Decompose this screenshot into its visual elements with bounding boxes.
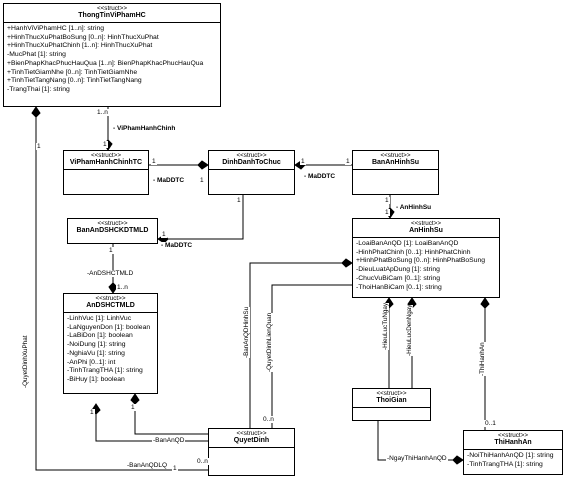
class-name: QuyetDinh bbox=[233, 437, 270, 444]
attribute: +BienPhapKhacPhucHauQua [1..n]: BienPhap… bbox=[7, 59, 204, 67]
class-name: DinhDanhToChuc bbox=[222, 159, 281, 166]
attribute: +HanhViViPhamHC [1..n]: string bbox=[7, 25, 105, 32]
mult-label: 0..n bbox=[262, 416, 275, 423]
edge-dinhdanh-bananqd bbox=[158, 195, 244, 240]
rotated-role-label: -BanAnQDHinhSu bbox=[243, 306, 250, 358]
attribute: +TinhTietGiamNhe [0..n]: TinhTietGiamNhe bbox=[7, 68, 138, 76]
mult-label: 1 bbox=[161, 231, 167, 238]
mult-label: 1 bbox=[108, 247, 114, 254]
mult-label: 1 bbox=[102, 141, 108, 148]
attribute: -BiHuy [1]: boolean bbox=[67, 375, 125, 383]
stereotype: <<struct>> bbox=[376, 390, 407, 397]
mult-label: 1 bbox=[300, 158, 306, 165]
class-bananhinhsu[interactable]: <<struct>>BanAnHinhSu bbox=[352, 150, 439, 195]
class-name: AnDSHCTMLD bbox=[86, 302, 135, 309]
stereotype: <<struct>> bbox=[90, 152, 122, 159]
mult-label: 1 bbox=[384, 209, 390, 216]
role-label: -BanAnQDLQ bbox=[126, 462, 169, 469]
attribute: -NoiThiHanhAnQD [1]: string bbox=[467, 452, 554, 459]
mult-label: 1 bbox=[36, 143, 42, 150]
class-viphamhanhchinhtc[interactable]: <<struct>>ViPhamHanhChinhTC bbox=[63, 150, 149, 195]
attribute: +HinhPhatBoSung [0..n]: HinhPhatBoSung bbox=[356, 257, 486, 265]
role-label: -BanAnQD bbox=[152, 437, 186, 444]
attribute: -TinhTrangTHA [1]: string bbox=[467, 460, 543, 468]
attribute: +TinhTietTangNang [0..n]: TinhTietTangNa… bbox=[7, 77, 142, 85]
attribute: -NoiDung [1]: string bbox=[67, 341, 126, 349]
attribute: -MucPhat [1]: string bbox=[7, 51, 66, 59]
class-quyetdinh[interactable]: <<struct>>QuyetDinh bbox=[208, 428, 295, 476]
attribute: -DieuLuatApDung [1]: string bbox=[356, 266, 440, 274]
stereotype: <<struct>> bbox=[497, 432, 529, 439]
mult-label: 1 bbox=[172, 465, 178, 472]
attribute: -LaNguyenDon [1]: boolean bbox=[67, 323, 151, 331]
rotated-role-label: -QuyetDinhLienQuan bbox=[266, 312, 273, 372]
class-dinhdanhtochuc[interactable]: <<struct>>DinhDanhToChuc bbox=[208, 150, 295, 195]
attribute: -NghiaVu [1]: string bbox=[67, 349, 125, 357]
role-label: -NgayThiHanhAnQD bbox=[386, 455, 448, 462]
class-anhinhsu[interactable]: <<struct>>AnHinhSu -LoaiBanAnQD [1]: Loa… bbox=[352, 218, 500, 298]
class-andshctmld[interactable]: <<struct>>AnDSHCTMLD -LinhVuc [1]: LinhV… bbox=[63, 293, 158, 394]
class-name: BanAnHinhSu bbox=[371, 159, 420, 166]
stereotype: <<struct>> bbox=[96, 5, 128, 12]
rotated-role-label: -HieuLucTuNgay bbox=[382, 302, 389, 350]
edge-andshc-quyetdinh-2 bbox=[134, 394, 208, 435]
mult-label: 0..n bbox=[196, 458, 209, 465]
role-label: - ViPhamHanhChinh bbox=[112, 125, 177, 132]
edge-quyetdinh-lienquan bbox=[271, 284, 352, 428]
mult-label: 1 bbox=[384, 197, 390, 204]
attribute: -LinhVuc [1]: LinhVuc bbox=[67, 315, 132, 322]
class-thihanhan[interactable]: <<struct>>ThiHanhAn -NoiThiHanhAnQD [1]:… bbox=[463, 430, 563, 475]
mult-label: 1 bbox=[199, 177, 205, 184]
attribute: -TrangThai [1]: string bbox=[7, 85, 70, 93]
attribute: -HinhPhatChinh [0..1]: HinhPhatChinh bbox=[356, 248, 471, 256]
class-name: ViPhamHanhChinhTC bbox=[69, 159, 143, 166]
class-name: ThoiGian bbox=[376, 397, 407, 404]
stereotype: <<struct>> bbox=[97, 220, 128, 227]
class-name: ThongTinViPhamHC bbox=[78, 12, 146, 19]
attribute: -LaBiDon [1]: boolean bbox=[67, 332, 133, 340]
edge-thongtin-quyetdinh bbox=[35, 107, 208, 471]
mult-label: 1 bbox=[345, 158, 351, 165]
mult-label: 1..n bbox=[96, 109, 109, 116]
stereotype: <<struct>> bbox=[380, 152, 411, 159]
edge-quyetdinh-anhinhsu bbox=[249, 262, 352, 428]
role-label: - MaDDTC bbox=[160, 242, 194, 249]
class-thoigian[interactable]: <<struct>>ThoiGian bbox=[352, 388, 431, 421]
class-name: BanAnDSHCKDTMLD bbox=[76, 227, 149, 234]
class-name: ThiHanhAn bbox=[494, 439, 532, 446]
mult-label: 1 bbox=[89, 409, 95, 416]
stereotype: <<struct>> bbox=[236, 430, 267, 437]
attribute: -AnPhi [0..1]: int bbox=[67, 358, 116, 366]
stereotype: <<struct>> bbox=[236, 152, 267, 159]
stereotype: <<struct>> bbox=[410, 220, 442, 227]
mult-label: 0..1 bbox=[484, 420, 497, 427]
class-bananshckdtmld[interactable]: <<struct>>BanAnDSHCKDTMLD bbox=[67, 218, 158, 244]
mult-label: 1 bbox=[236, 197, 242, 204]
mult-label: 1 bbox=[130, 404, 136, 411]
attribute: -LoaiBanAnQD [1]: LoaiBanAnQD bbox=[356, 240, 459, 247]
attribute: -TinhTrangTHA [1]: string bbox=[67, 367, 143, 375]
role-label: - MaDDTC bbox=[303, 173, 337, 180]
role-label: - AnHinhSu bbox=[395, 204, 433, 211]
attribute: +HinhThucXuPhatBoSung [0..n]: HinhThucXu… bbox=[7, 33, 159, 41]
role-label: -AnDSHCTMLD bbox=[86, 270, 135, 277]
rotated-role-label: -QuyetDinhXuPhat bbox=[22, 335, 29, 388]
edge-andshc-quyetdinh bbox=[95, 404, 208, 442]
attribute: -ChucVuBiCam [0..1]: string bbox=[356, 274, 440, 282]
mult-label: 1..n bbox=[116, 284, 129, 291]
role-label: - MaDDTC bbox=[152, 177, 186, 184]
attribute: +HinhThucXuPhatChinh [1..n]: HinhThucXuP… bbox=[7, 42, 153, 50]
rotated-role-label: -HieuLucDenNgay bbox=[406, 304, 413, 356]
class-thongtinviphamhc[interactable]: <<struct>>ThongTinViPhamHC +HanhViViPham… bbox=[3, 3, 221, 107]
rotated-role-label: -ThiHanhAn bbox=[479, 342, 486, 376]
attribute: -ThoiHanBiCam [0..1]: string bbox=[356, 283, 442, 291]
class-name: AnHinhSu bbox=[409, 227, 443, 234]
stereotype: <<struct>> bbox=[95, 295, 126, 302]
mult-label: 1 bbox=[151, 158, 157, 165]
